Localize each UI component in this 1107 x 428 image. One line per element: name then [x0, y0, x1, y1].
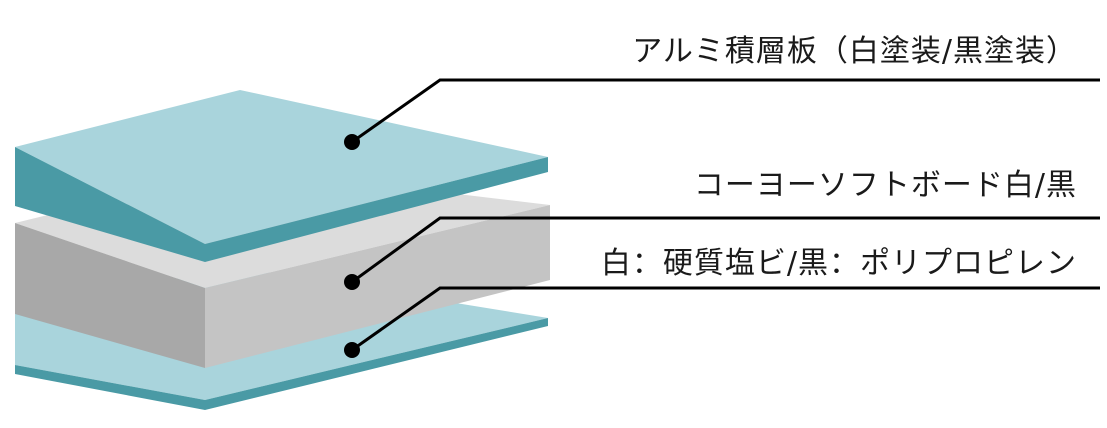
bottom-plate-side-edge [205, 318, 548, 410]
leader-dot-bottom [344, 342, 360, 358]
top-plate-front-edge [15, 147, 205, 262]
core-board-side-face [205, 205, 550, 368]
leader-line-top [351, 78, 1100, 144]
bottom-plate-front-edge [15, 365, 205, 410]
core-board-front-face [15, 223, 205, 368]
top-plate-side-edge [205, 157, 548, 262]
label-soft-board: コーヨーソフトボード白/黒 [693, 168, 1077, 203]
leader-dot-middle [344, 274, 360, 290]
leader-dot-top [344, 134, 360, 150]
leader-lines [351, 78, 1100, 352]
leader-dots [344, 134, 360, 358]
top-plate [15, 90, 548, 262]
label-aluminum-plate: アルミ積層板（白塗装/黒塗装） [632, 34, 1077, 69]
label-backing-material: 白：硬質塩ビ/黒：ポリプロピレン [600, 246, 1077, 281]
leader-line-bottom [351, 286, 1100, 352]
top-plate-top-face [15, 90, 548, 244]
leader-line-middle [351, 216, 1100, 284]
